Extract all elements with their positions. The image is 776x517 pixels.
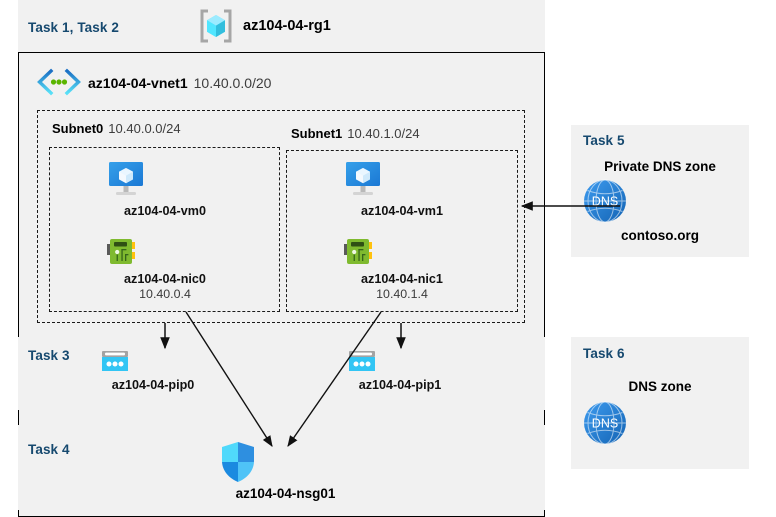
public-ip-address-icon bbox=[345, 348, 455, 376]
private-dns-zone-heading: Private DNS zone bbox=[604, 159, 716, 174]
nsg-label: az104-04-nsg01 bbox=[235, 486, 336, 501]
virtual-machine-icon bbox=[103, 160, 227, 202]
dns-icon-text: DNS bbox=[592, 417, 618, 431]
network-security-group-icon bbox=[218, 440, 353, 484]
private-dns-zone-node[interactable]: Private DNS zone DNS contoso. bbox=[581, 157, 739, 243]
task-3-panel bbox=[18, 337, 545, 410]
nic1-label: az104-04-nic1 bbox=[361, 272, 443, 286]
dns-zone-icon: DNS bbox=[581, 399, 739, 447]
task-6-label: Task 6 bbox=[583, 346, 625, 361]
subnet0-cidr: 10.40.0.0/24 bbox=[108, 121, 181, 136]
virtual-network-icon bbox=[36, 68, 82, 96]
task-1-2-label: Task 1, Task 2 bbox=[28, 20, 119, 35]
subnets-container bbox=[37, 110, 525, 323]
pip1-label: az104-04-pip1 bbox=[358, 378, 442, 392]
vm0-node[interactable]: az104-04-vm0 bbox=[103, 160, 227, 219]
nic0-ip: 10.40.0.4 bbox=[139, 287, 191, 301]
subnet1-name: Subnet1 bbox=[291, 126, 343, 141]
pip0-node[interactable]: az104-04-pip0 bbox=[98, 348, 208, 393]
subnet0-box bbox=[49, 147, 280, 312]
resource-group-icon bbox=[198, 8, 234, 44]
network-interface-icon bbox=[340, 236, 464, 270]
nic0-node[interactable]: az104-04-nic0 10.40.0.4 bbox=[103, 236, 227, 302]
vm1-label: az104-04-vm1 bbox=[361, 204, 443, 218]
vnet-address-space: 10.40.0.0/20 bbox=[193, 75, 272, 91]
nic0-label: az104-04-nic0 bbox=[124, 272, 206, 286]
subnet0-title: Subnet0 10.40.0.0/24 bbox=[52, 121, 181, 136]
vnet-name: az104-04-vnet1 bbox=[88, 75, 188, 91]
nsg-node[interactable]: az104-04-nsg01 bbox=[218, 440, 353, 501]
task-5-label: Task 5 bbox=[583, 133, 625, 148]
vm0-label: az104-04-vm0 bbox=[124, 204, 206, 218]
task-4-label: Task 4 bbox=[28, 442, 70, 457]
resource-group-header-band bbox=[18, 0, 545, 52]
pip1-node[interactable]: az104-04-pip1 bbox=[345, 348, 455, 393]
subnet1-title: Subnet1 10.40.1.0/24 bbox=[291, 126, 420, 141]
task-4-panel bbox=[18, 425, 545, 510]
subnet1-box bbox=[286, 150, 518, 312]
nic1-node[interactable]: az104-04-nic1 10.40.1.4 bbox=[340, 236, 464, 302]
dns-zone-icon: DNS bbox=[581, 177, 739, 225]
subnet0-name: Subnet0 bbox=[52, 121, 104, 136]
dns-zone-node[interactable]: DNS zone DNS bbox=[581, 377, 739, 447]
virtual-machine-icon bbox=[340, 160, 464, 202]
pip0-label: az104-04-pip0 bbox=[111, 378, 195, 392]
dns-zone-heading: DNS zone bbox=[628, 379, 692, 394]
network-interface-icon bbox=[103, 236, 227, 270]
subnet1-cidr: 10.40.1.0/24 bbox=[347, 126, 420, 141]
public-ip-address-icon bbox=[98, 348, 208, 376]
vm1-node[interactable]: az104-04-vm1 bbox=[340, 160, 464, 219]
resource-group-name: az104-04-rg1 bbox=[243, 18, 331, 34]
vnet-title: az104-04-vnet1 10.40.0.0/20 bbox=[88, 75, 271, 91]
private-dns-zone-name: contoso.org bbox=[621, 228, 699, 243]
task-3-label: Task 3 bbox=[28, 348, 70, 363]
dns-icon-text: DNS bbox=[592, 195, 618, 209]
nic1-ip: 10.40.1.4 bbox=[376, 287, 428, 301]
